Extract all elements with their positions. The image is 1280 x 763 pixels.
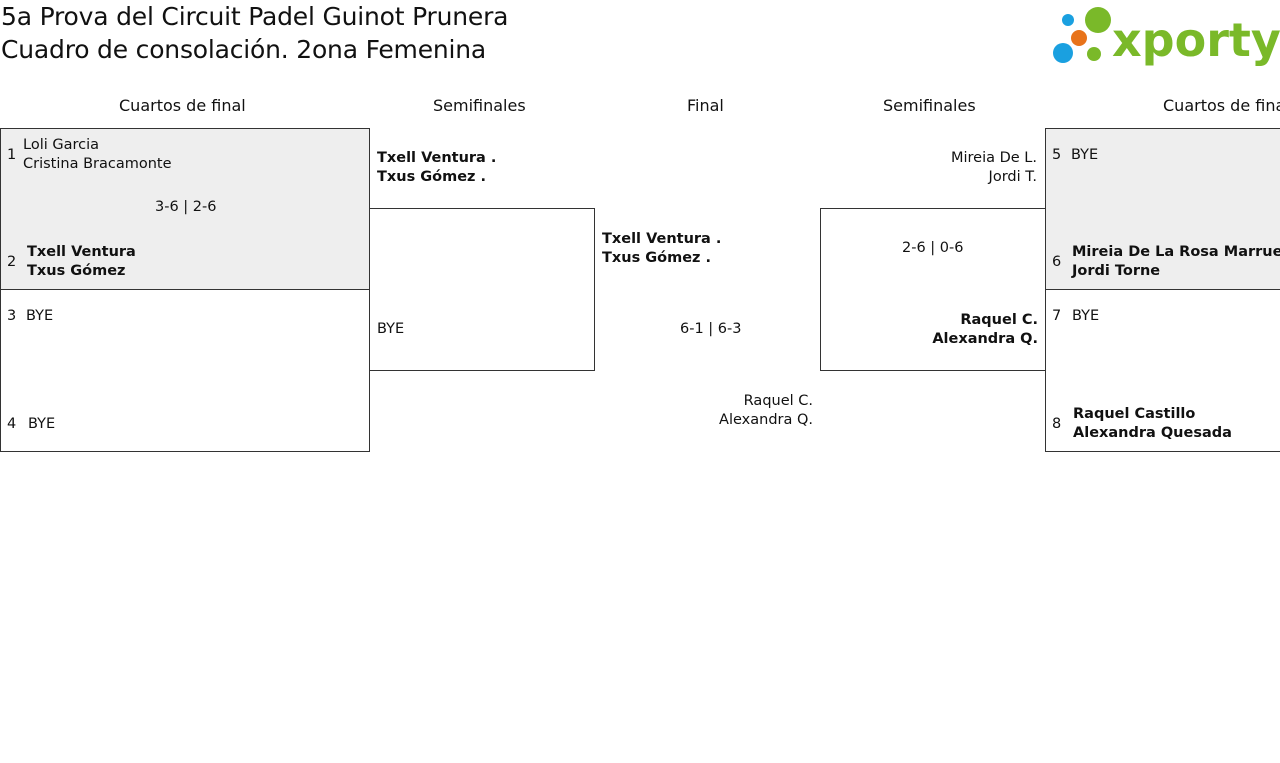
round-header-final: Final <box>687 96 724 115</box>
player-name-winner: Txell Ventura <box>27 244 136 260</box>
match-qf3[interactable] <box>1045 128 1280 290</box>
seed-number: 8 <box>1052 416 1062 432</box>
xporty-logo-icon: xporty <box>1053 7 1280 67</box>
final-score: 6-1 | 6-3 <box>680 321 742 337</box>
svg-text:xporty: xporty <box>1112 13 1280 67</box>
round-header-left-semifinals: Semifinales <box>433 96 526 115</box>
player-name: Jordi T. <box>988 169 1037 185</box>
seed-number: 6 <box>1052 254 1062 270</box>
player-name: Loli Garcia <box>23 137 100 153</box>
round-header-right-semifinals: Semifinales <box>883 96 976 115</box>
player-name: Alexandra Q. <box>719 412 813 428</box>
player-name-winner: Txus Gómez . <box>377 169 487 185</box>
player-name-winner: Alexandra Quesada <box>1073 425 1232 441</box>
match-sf-left[interactable] <box>369 208 595 371</box>
player-name: Mireia De L. <box>950 150 1037 166</box>
player-name-winner: Txell Ventura . <box>377 150 497 166</box>
seed-number: 3 <box>7 308 17 324</box>
player-name-winner: Raquel C. <box>960 312 1038 328</box>
xporty-logo[interactable]: xporty <box>1050 4 1280 68</box>
player-name-winner: Alexandra Q. <box>932 331 1038 347</box>
player-name: BYE <box>26 308 54 324</box>
player-name: Raquel C. <box>743 393 813 409</box>
player-name: BYE <box>1071 147 1099 163</box>
player-name: Cristina Bracamonte <box>23 156 172 172</box>
player-name-winner: Txell Ventura . <box>602 231 722 247</box>
page-subtitle: Cuadro de consolación. 2ona Femenina <box>1 35 487 64</box>
seed-number: 7 <box>1052 308 1062 324</box>
match-score: 2-6 | 0-6 <box>902 240 964 256</box>
match-qf1[interactable] <box>0 128 370 290</box>
seed-number: 2 <box>7 254 17 270</box>
seed-number: 4 <box>7 416 17 432</box>
match-qf2[interactable] <box>0 289 370 452</box>
round-header-left-quarterfinals: Cuartos de final <box>119 96 246 115</box>
player-name-winner: Txus Gómez <box>27 263 126 279</box>
player-name-winner: Mireia De La Rosa Marruedo <box>1072 244 1280 260</box>
player-name-winner: Jordi Torne <box>1072 263 1161 279</box>
player-name: BYE <box>1072 308 1100 324</box>
seed-number: 1 <box>7 147 17 163</box>
match-score: 3-6 | 2-6 <box>155 199 217 215</box>
player-name-winner: Raquel Castillo <box>1073 406 1196 422</box>
page-title: 5a Prova del Circuit Padel Guinot Pruner… <box>1 2 509 31</box>
seed-number: 5 <box>1052 147 1062 163</box>
player-name-winner: Txus Gómez . <box>602 250 712 266</box>
match-qf4[interactable] <box>1045 289 1280 452</box>
round-header-right-quarterfinals: Cuartos de final <box>1163 96 1280 115</box>
player-name: BYE <box>28 416 56 432</box>
player-name: BYE <box>377 321 405 337</box>
